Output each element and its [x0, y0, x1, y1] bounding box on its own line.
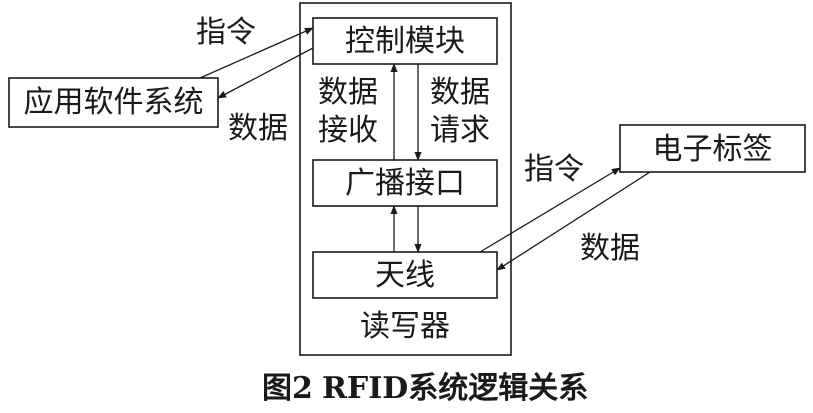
figure-caption: RFID系统逻辑关系 [322, 371, 588, 406]
arrow-app-to-control [199, 27, 314, 79]
antenna-label: 天线 [375, 258, 435, 293]
edge-label-app-data: 数据 [228, 111, 288, 146]
control-module-label: 控制模块 [345, 24, 465, 59]
edge-label-tag-data: 数据 [580, 231, 640, 266]
control-module-node: 控制模块 [312, 17, 498, 65]
broadcast-interface-label: 广播接口 [345, 166, 465, 201]
edge-label-app-instruction: 指令 [196, 15, 256, 50]
edge-label-tag-instruction: 指令 [524, 152, 584, 187]
figure-number: 图2 [262, 371, 313, 406]
edge-label-data-request-1: 数据 [430, 75, 490, 110]
edge-label-data-request-2: 请求 [430, 113, 490, 148]
broadcast-interface-node: 广播接口 [312, 159, 498, 207]
arrow-tag-to-antenna [496, 171, 651, 271]
edge-label-data-receive-2: 接收 [318, 113, 378, 148]
arrow-control-to-app [217, 47, 314, 99]
tag-node: 电子标签 [619, 124, 806, 173]
edge-label-data-receive-1: 数据 [318, 75, 378, 110]
reader-label: 读写器 [360, 309, 450, 344]
app-software-node: 应用软件系统 [8, 77, 219, 128]
arrow-antenna-to-tag [479, 167, 621, 253]
tag-label: 电子标签 [653, 132, 773, 167]
app-software-label: 应用软件系统 [24, 85, 204, 120]
reader-frame [299, 2, 512, 356]
antenna-node: 天线 [312, 251, 498, 299]
